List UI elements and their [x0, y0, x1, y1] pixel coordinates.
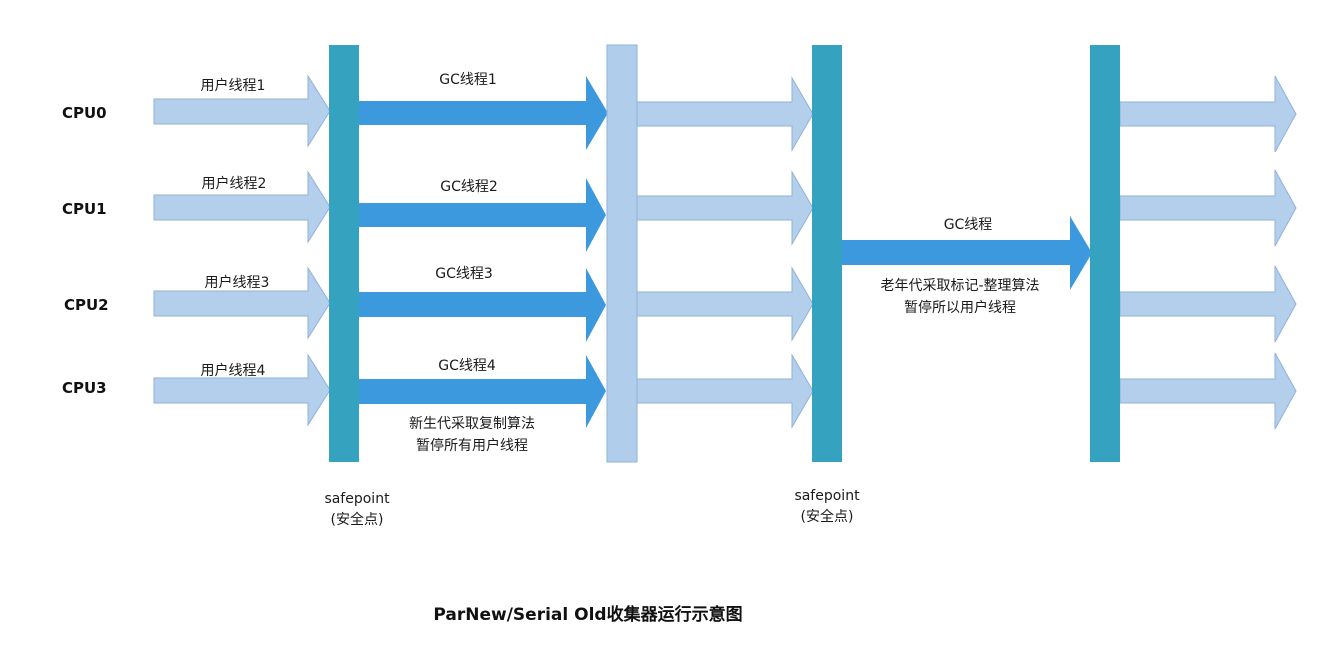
user-thread-label-3: 用户线程3: [205, 274, 270, 291]
old-gc-note-line-2: 暂停所以用户线程: [904, 299, 1016, 316]
resumed-arrow-2: [636, 170, 814, 246]
safepoint-label-2-line-1: safepoint: [794, 488, 860, 504]
safepoint-bar-3: [1090, 45, 1120, 462]
safepoint-bar-1: [329, 45, 359, 462]
final-thread-arrows: [1119, 75, 1297, 430]
cpu-label-2: CPU2: [64, 296, 109, 314]
gc-thread-label-2: GC线程2: [440, 179, 498, 195]
final-arrow-1: [1119, 75, 1297, 153]
user-thread-arrows: [153, 74, 331, 427]
user-thread-label-4: 用户线程4: [201, 362, 266, 379]
gc-thread-label-4: GC线程4: [438, 358, 496, 374]
gc-arrow-1: [359, 76, 608, 150]
gc-thread-label-1: GC线程1: [439, 72, 497, 88]
cpu-label-1: CPU1: [62, 200, 107, 218]
resumed-arrow-1: [636, 76, 814, 152]
user-thread-label-2: 用户线程2: [202, 175, 267, 192]
resumed-arrow-3: [636, 266, 814, 342]
final-arrow-2: [1119, 169, 1297, 247]
user-thread-arrow-4: [153, 353, 331, 427]
user-thread-arrow-3: [153, 266, 331, 340]
cpu-label-0: CPU0: [62, 104, 107, 122]
final-arrow-3: [1119, 265, 1297, 343]
user-thread-arrow-2: [153, 170, 331, 244]
young-gc-note-line-1: 新生代采取复制算法: [409, 415, 535, 432]
safepoint-bar-2: [812, 45, 842, 462]
old-gc-label: GC线程: [944, 217, 993, 233]
diagram-title: ParNew/Serial Old收集器运行示意图: [433, 604, 742, 625]
young-gc-note-line-2: 暂停所有用户线程: [416, 437, 528, 454]
young-gc-arrows: [359, 76, 608, 428]
cpu-label-3: CPU3: [62, 379, 107, 397]
user-thread-arrow-1: [153, 74, 331, 148]
user-thread-label-1: 用户线程1: [201, 77, 266, 94]
resumed-thread-arrows: [636, 76, 814, 429]
safepoint-label-2-line-2: (安全点): [801, 508, 854, 525]
old-gc-note-line-1: 老年代采取标记-整理算法: [880, 278, 1039, 294]
old-gc-arrow: [842, 216, 1092, 290]
gc-arrow-2: [359, 178, 606, 252]
resumed-arrow-4: [636, 353, 814, 429]
light-bar-1: [606, 44, 638, 463]
gc-arrow-4: [359, 355, 606, 428]
safepoint-label-1-line-2: (安全点): [331, 511, 384, 528]
safepoint-label-1-line-1: safepoint: [324, 491, 390, 507]
gc-arrow-3: [359, 268, 606, 342]
final-arrow-4: [1119, 352, 1297, 430]
gc-thread-label-3: GC线程3: [435, 266, 493, 282]
